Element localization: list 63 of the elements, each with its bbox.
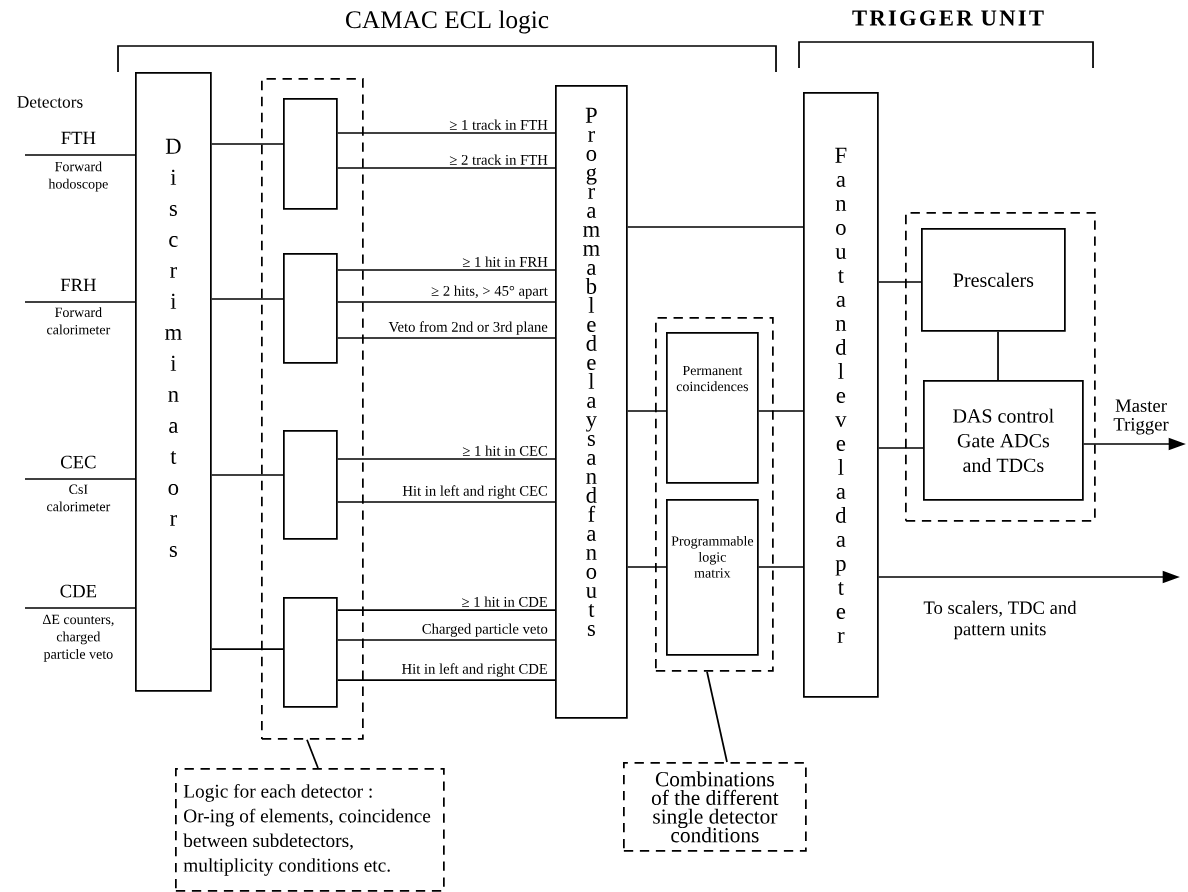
edge-label: Veto from 2nd or 3rd plane (388, 321, 548, 335)
edge-label: ≥ 1 hit in FRH (462, 256, 548, 267)
module-box: DAS control Gate ADCs and TDCs (923, 380, 1084, 501)
dashed-group-box (655, 317, 774, 672)
connector-line (210, 648, 284, 650)
module-box: Discriminators (135, 72, 212, 692)
connector-line (877, 281, 922, 283)
connector-line (336, 501, 556, 503)
edge-label: ≥ 2 hits, > 45° apart (431, 285, 548, 299)
logic-unit-box (283, 430, 338, 540)
module-box: Prescalers (921, 228, 1066, 332)
edge-label: ≥ 1 hit in CDE (462, 596, 548, 607)
connector-line (336, 609, 556, 611)
connector-line (757, 566, 804, 568)
connector-line (24, 154, 136, 156)
connector-line (336, 269, 556, 271)
connector-line (336, 679, 556, 681)
edge-label: To scalers, TDC and pattern units (923, 600, 1077, 640)
connector-line (336, 337, 556, 339)
logic-unit-box (283, 98, 338, 210)
section-heading: TRIGGER UNIT (852, 10, 1044, 26)
logic-box: Programmable logic matrix (666, 499, 759, 656)
section-heading: CAMAC ECL logic (346, 10, 549, 34)
edge-label: ≥ 1 track in FTH (449, 119, 548, 130)
connector-line (336, 458, 556, 460)
leader-line (306, 738, 319, 769)
connector-line (626, 566, 667, 568)
detector-label: FRH Forward calorimeter (47, 278, 111, 335)
connector-line (210, 143, 284, 145)
logic-box: Permanent coincidences (666, 332, 759, 484)
detector-label: CEC CsI calorimeter (47, 455, 111, 512)
logic-unit-box (283, 597, 338, 708)
dashed-group-box (905, 212, 1096, 522)
connector-line (336, 639, 556, 641)
edge-label: Charged particle veto (422, 623, 548, 637)
callout-box: Logic for each detector : Or-ing of elements, coincidence between subdetectors, multiplicity conditions etc. (175, 768, 445, 892)
connector-line (757, 410, 804, 412)
connector-line (336, 132, 556, 134)
connector-line (210, 298, 284, 300)
module-box: Fanout and level adapter (803, 92, 879, 698)
dashed-group-box (261, 78, 364, 740)
callout-box: Combinations of the different single detector conditions (623, 762, 807, 852)
edge-label: Master Trigger (1113, 399, 1169, 435)
connector-line (877, 447, 924, 449)
module-box: Programmable delays and fanouts (555, 85, 628, 719)
column-heading: Detectors (17, 96, 83, 108)
connector-line (336, 167, 556, 169)
connector-line (24, 301, 136, 303)
connector-line (24, 607, 136, 609)
connector-line (626, 226, 804, 228)
detector-label: CDE ΔE counters, charged particle veto (42, 584, 114, 662)
connector-line (626, 410, 667, 412)
edge-label: ≥ 2 track in FTH (449, 154, 548, 165)
leader-line (706, 670, 728, 763)
connector-line (24, 478, 136, 480)
edge-label: Hit in left and right CEC (402, 485, 547, 499)
connector-line (997, 330, 999, 381)
connector-line (210, 474, 284, 476)
edge-label: Hit in left and right CDE (402, 663, 548, 677)
logic-unit-box (283, 253, 338, 364)
detector-label: FTH Forward hodoscope (48, 131, 108, 192)
edge-label: ≥ 1 hit in CEC (462, 445, 547, 456)
connector-line (336, 301, 556, 303)
